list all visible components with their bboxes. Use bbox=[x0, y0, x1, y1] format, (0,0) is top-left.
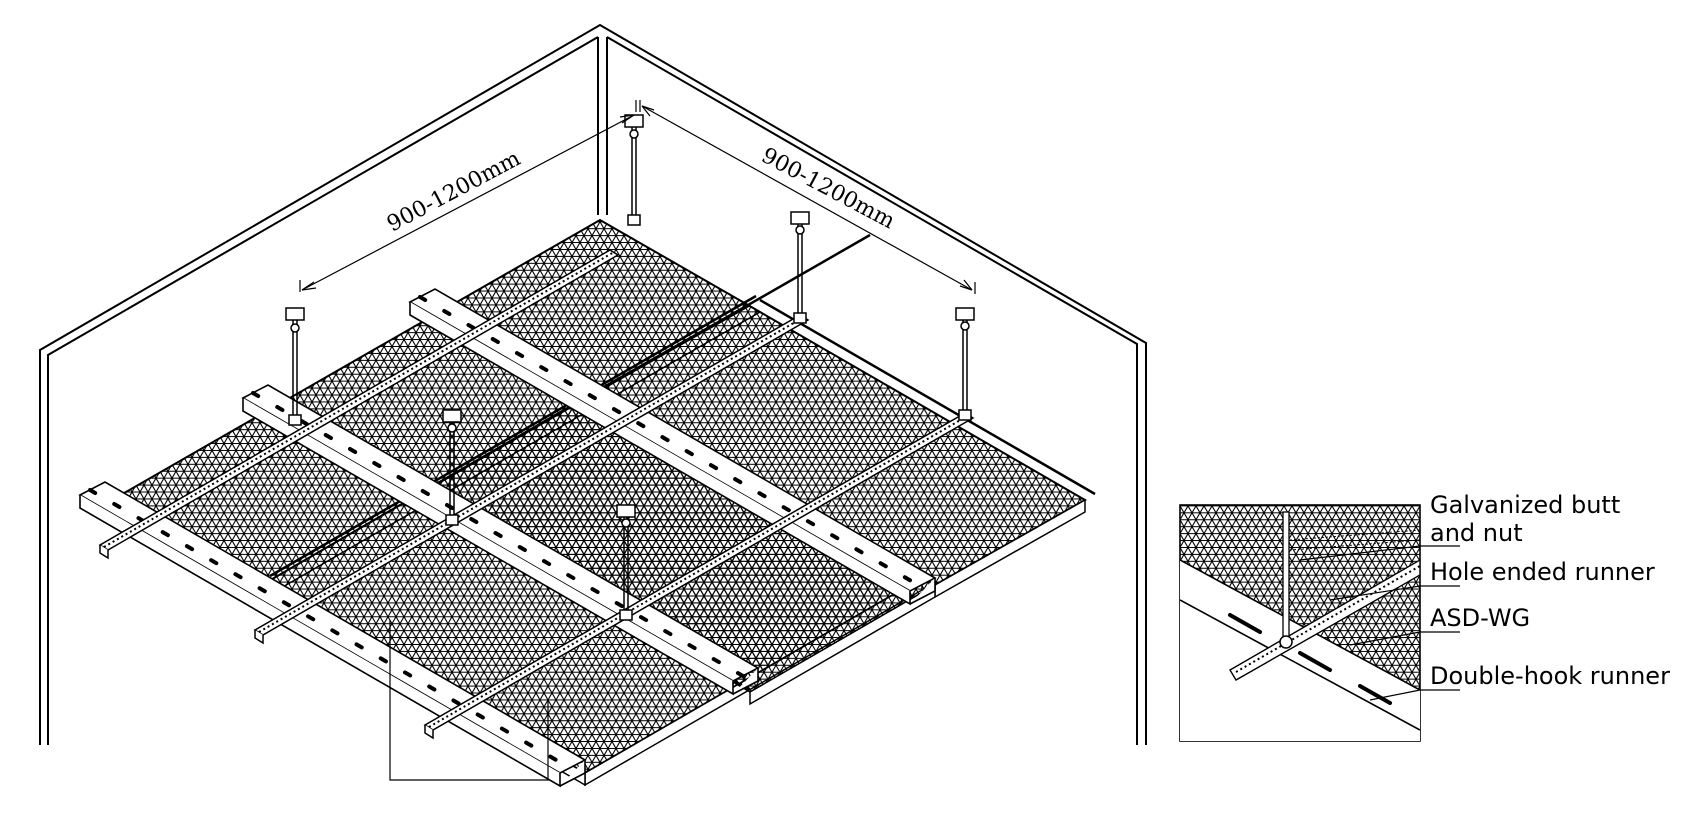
label-double-hook-runner: Double-hook runner bbox=[1430, 662, 1670, 690]
callout-labels: Galvanized butt and nut Hole ended runne… bbox=[1430, 491, 1670, 690]
room-walls bbox=[39, 23, 1147, 745]
label-asd-wg: ASD-WG bbox=[1430, 604, 1530, 632]
callout-leaders bbox=[1299, 545, 1460, 701]
hanger bbox=[624, 114, 644, 226]
ceiling-panels bbox=[109, 218, 1096, 787]
label-galvanized-butt: Galvanized butt bbox=[1430, 491, 1620, 519]
hole-ended-runner bbox=[98, 249, 620, 560]
suspension-hangers bbox=[285, 114, 975, 621]
left-span-dimension: 900-1200mm bbox=[383, 146, 525, 237]
label-and-nut: and nut bbox=[1430, 519, 1523, 547]
hole-ended-runner bbox=[423, 412, 975, 740]
label-hole-ended-runner: Hole ended runner bbox=[1430, 558, 1655, 586]
hanger bbox=[616, 504, 636, 621]
hanger bbox=[790, 211, 810, 324]
hanger bbox=[285, 307, 305, 426]
dimension-right bbox=[639, 100, 976, 294]
hole-ended-runners bbox=[98, 249, 975, 740]
double-hook-runner bbox=[78, 481, 587, 788]
hole-ended-runner bbox=[253, 314, 810, 645]
hanger bbox=[442, 409, 462, 526]
double-hook-runners bbox=[78, 288, 937, 788]
dimension-left bbox=[299, 100, 637, 292]
detail-inset bbox=[1179, 504, 1421, 742]
hanger bbox=[955, 307, 975, 421]
detail-bracket bbox=[389, 620, 549, 781]
